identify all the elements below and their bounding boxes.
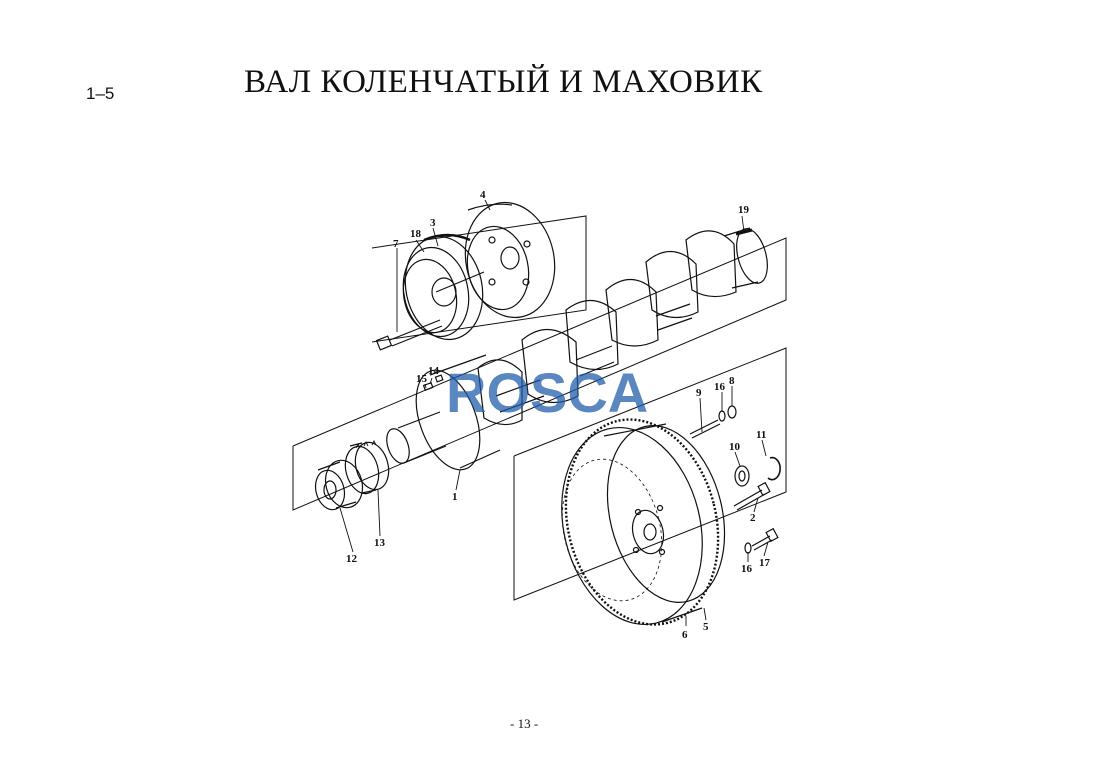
callout-6: 6 (682, 629, 688, 641)
callout-7: 7 (393, 238, 399, 250)
callout-16-lower: 16 (741, 563, 753, 575)
callout-8: 8 (729, 375, 735, 387)
crankshaft (386, 227, 768, 471)
flywheel (561, 418, 726, 626)
callout-15: 15 (416, 373, 428, 385)
pilot-bearing (734, 465, 750, 487)
front-sleeve (314, 459, 364, 511)
lower-washer-and-bolt (744, 527, 779, 554)
callout-2: 2 (750, 512, 756, 524)
page-title: ВАЛ КОЛЕНЧАТЫЙ И МАХОВИК (244, 64, 763, 100)
page-number: - 13 - (510, 716, 539, 731)
snap-ring (767, 456, 781, 481)
callout-10: 10 (729, 441, 741, 453)
crankshaft-pulley (402, 233, 485, 341)
reference-plane-flywheel (513, 347, 787, 601)
reference-plane-crankshaft (292, 237, 787, 511)
callout-5: 5 (703, 621, 709, 633)
callout-17: 17 (759, 557, 771, 569)
flywheel-stud (689, 419, 721, 439)
callout-4: 4 (480, 189, 486, 201)
callout-14: 14 (428, 365, 440, 377)
pulley-bolt (375, 319, 443, 351)
callout-3: 3 (430, 217, 436, 229)
crankshaft-gear (344, 439, 390, 495)
callout-labels: 4 3 18 7 19 14 15 1 13 12 9 16 8 10 11 2… (346, 189, 771, 641)
callout-18: 18 (410, 228, 422, 240)
callout-16-upper: 16 (714, 381, 726, 393)
callout-19: 19 (738, 204, 750, 216)
flywheel-bolt (733, 481, 771, 511)
damper-disc (464, 201, 556, 319)
leader-lines (339, 199, 769, 626)
callout-1: 1 (452, 491, 458, 503)
callout-12: 12 (346, 553, 358, 565)
callout-13: 13 (374, 537, 386, 549)
key-and-dowel (422, 374, 444, 391)
section-number: 1–5 (86, 84, 115, 103)
callout-9: 9 (696, 387, 702, 399)
watermark-logo: ROSCA (446, 361, 648, 424)
callout-11: 11 (756, 429, 766, 441)
